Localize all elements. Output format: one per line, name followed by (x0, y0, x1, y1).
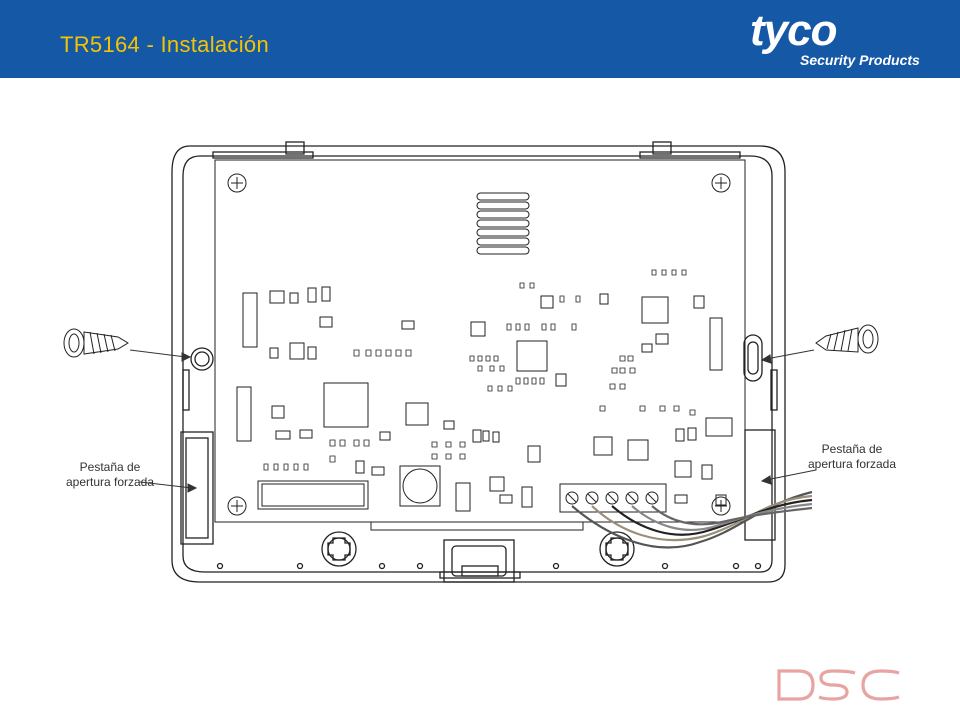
board-screw-icon (227, 173, 731, 516)
header-bar: TR5164 - Instalación tyco Security Produ… (0, 0, 960, 78)
housing (171, 141, 786, 583)
screw-right-icon (815, 324, 879, 354)
dsc-logo (777, 669, 900, 701)
tyco-logo: tyco Security Products (740, 6, 940, 72)
smd-components (263, 269, 696, 471)
screw-left-icon (63, 328, 129, 358)
callout-right-tamper-tab: Pestaña de apertura forzada (807, 442, 897, 471)
antenna-coil-icon (476, 192, 530, 255)
logo-subtitle: Security Products (800, 52, 920, 68)
terminal-block-icon (559, 483, 667, 513)
callout-left-tamper-tab: Pestaña de apertura forzada (65, 460, 155, 489)
pointer-arrows (129, 349, 817, 493)
cable-wires (571, 490, 813, 549)
logo-word: tyco (750, 6, 837, 55)
page-title: TR5164 - Instalación (60, 32, 269, 57)
circuit-board (214, 159, 746, 531)
